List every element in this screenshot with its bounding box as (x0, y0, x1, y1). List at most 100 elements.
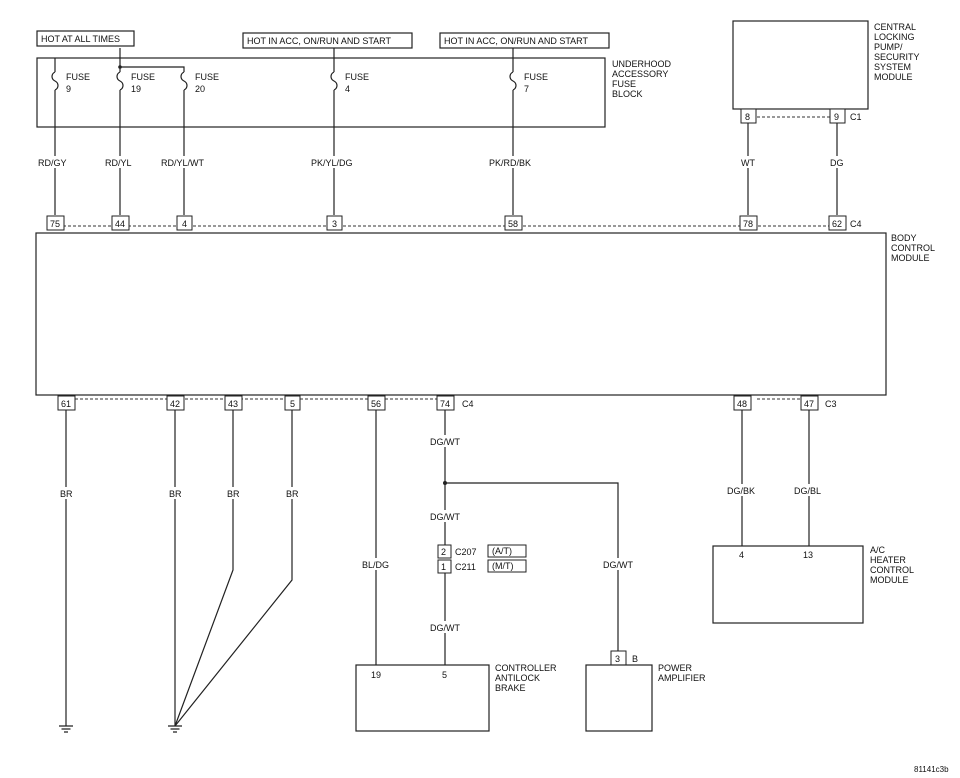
wire-label-dg-wt: DG/WT (430, 437, 460, 447)
bcm-name-line: MODULE (891, 253, 930, 263)
fuse-7-icon (509, 71, 517, 91)
fuse-block-box (36, 57, 606, 128)
figure-id: 81141c3b (914, 765, 949, 774)
inline-tag-at: (A/T) (492, 546, 512, 556)
abs-name-line: ANTILOCK (495, 673, 540, 683)
bcm-bottom-pin: 48 (737, 399, 747, 409)
bcm-top-pin-box (504, 215, 523, 231)
wire-label-bg (103, 156, 137, 168)
wire-label-bg (601, 558, 635, 570)
central-locking-name-line: PUMP/ (874, 42, 903, 52)
wire-label-dg-wt: DG/WT (603, 560, 633, 570)
bcm-top-pin-box (46, 215, 65, 231)
wire-label-dg-bl: DG/BL (794, 486, 821, 496)
fuse-block-name-line: FUSE (612, 79, 636, 89)
fuse-block-name-line: ACCESSORY (612, 69, 668, 79)
hot-always-label: HOT AT ALL TIMES (41, 34, 120, 44)
central-locking-name-line: CENTRAL (874, 22, 916, 32)
bcm-bottom-c3-label: C3 (825, 399, 837, 409)
wire-label-bg (309, 156, 359, 168)
abs-name: CONTROLLER ANTILOCK BRAKE (495, 663, 557, 693)
wire-label-top: RD/YL/WT (161, 158, 205, 168)
fuse-4-number: 4 (345, 84, 350, 94)
wire-label-top: PK/YL/DG (311, 158, 353, 168)
wire-label-dg-bk: DG/BK (727, 486, 755, 496)
bcm-name: BODY CONTROL MODULE (891, 233, 935, 263)
wire-label-bg (828, 156, 846, 168)
abs-box (355, 664, 490, 732)
bcm-name-line: BODY (891, 233, 917, 243)
bcm-bottom-pin: 61 (61, 399, 71, 409)
fuse-4-icon (330, 71, 338, 91)
fuse-7-number: 7 (524, 84, 529, 94)
wire-label-bg (36, 156, 74, 168)
inline-conn-mt: C211 (455, 562, 476, 572)
central-locking-name: CENTRAL LOCKING PUMP/ SECURITY SYSTEM MO… (874, 22, 920, 82)
power-amp-name-line: AMPLIFIER (658, 673, 706, 683)
fuse-block-name-line: BLOCK (612, 89, 643, 99)
wire-label-bg (167, 487, 183, 499)
wire-label-bl-dg: BL/DG (362, 560, 389, 570)
inline-pin-at: 2 (441, 547, 446, 557)
bcm-name-line: CONTROL (891, 243, 935, 253)
hot-acc-box-2 (439, 32, 610, 49)
bcm-top-pin: 75 (50, 219, 60, 229)
bcm-top-pin: 78 (743, 219, 753, 229)
bcm-top-pin: 3 (332, 219, 337, 229)
fuse-9-label: FUSE (66, 72, 90, 82)
wire-label-bg (725, 484, 759, 496)
fuse-bus (120, 66, 185, 72)
fuse-4-label: FUSE (345, 72, 369, 82)
wire-label-dg-wt: DG/WT (430, 512, 460, 522)
wire-label-br: BR (227, 489, 240, 499)
fuse-19-label: FUSE (131, 72, 155, 82)
fuse-9-number: 9 (66, 84, 71, 94)
ac-heater-pin: 13 (803, 550, 813, 560)
wire-label-top: DG (830, 158, 844, 168)
wire-label-bg (792, 484, 826, 496)
bcm-bottom-pin: 43 (228, 399, 238, 409)
wire-label-bg (428, 435, 462, 447)
central-locking-name-line: SECURITY (874, 52, 920, 62)
fuse-9-icon (51, 71, 59, 91)
wire-label-bg (739, 156, 757, 168)
wire-label-bg (428, 510, 462, 522)
wire-label-bg (487, 156, 539, 168)
central-locking-box (732, 20, 869, 110)
wire-dg-wt-to-amp (445, 482, 619, 651)
bcm-box (35, 232, 887, 396)
hot-always-box (36, 30, 135, 47)
central-locking-name-line: LOCKING (874, 32, 915, 42)
fuse-20-label: FUSE (195, 72, 219, 82)
inline-tag-box (487, 559, 527, 573)
hot-acc-box-1 (242, 32, 413, 49)
inline-tag-box (487, 544, 527, 558)
bcm-top-pin-box (176, 215, 193, 231)
abs-pin: 19 (371, 670, 381, 680)
inline-pin-mt: 1 (441, 562, 446, 572)
wire-label-br: BR (60, 489, 73, 499)
c1-pin: 9 (834, 112, 839, 122)
wire-label-bg (225, 487, 241, 499)
bcm-top-pin: 62 (832, 219, 842, 229)
central-locking-name-line: MODULE (874, 72, 913, 82)
wire-br-43 (174, 410, 234, 727)
wire-label-bg (360, 558, 394, 570)
inline-conn-at: C207 (455, 547, 477, 557)
bcm-top-pin: 58 (508, 219, 518, 229)
bcm-top-pin-box (828, 215, 847, 231)
hot-acc-label-1: HOT IN ACC, ON/RUN AND START (247, 36, 392, 46)
power-amp-box (585, 664, 653, 732)
central-locking-name-line: SYSTEM (874, 62, 911, 72)
wire-label-top: RD/YL (105, 158, 132, 168)
bcm-top-pin-box (326, 215, 343, 231)
ground-icon (168, 725, 182, 733)
abs-name-line: BRAKE (495, 683, 526, 693)
wire-label-bg (428, 621, 462, 633)
fuse-19-icon (116, 71, 124, 91)
bcm-top-pin-box (111, 215, 130, 231)
wire-br-5 (174, 410, 293, 727)
wire-label-br: BR (169, 489, 182, 499)
